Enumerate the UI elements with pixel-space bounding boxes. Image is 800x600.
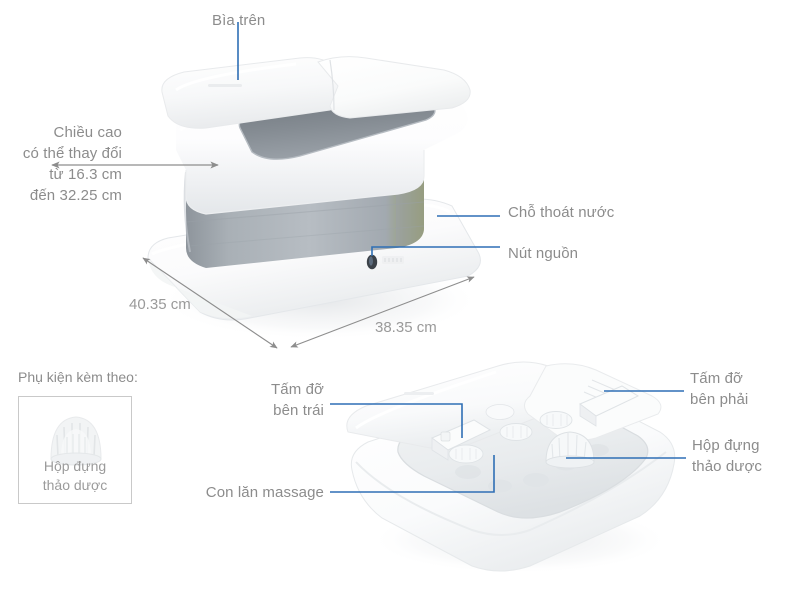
accessory-caption: Hộp đựng thảo dược bbox=[42, 458, 108, 493]
open-lid bbox=[346, 361, 662, 450]
label-height: Chiều cao có thể thay đổi từ 16.3 cm đến… bbox=[22, 124, 122, 204]
bellows-section bbox=[183, 150, 425, 268]
base-tray bbox=[147, 198, 481, 321]
label-lid: Bìa trên bbox=[212, 12, 266, 29]
rim-emblem bbox=[393, 98, 407, 111]
dimension-depth: 40.35 cm bbox=[129, 296, 191, 313]
herb-container-in-basin bbox=[545, 431, 595, 469]
upper-rim bbox=[176, 77, 468, 215]
interior-mechanism bbox=[431, 385, 640, 469]
dimension-width: 38.35 cm bbox=[375, 319, 437, 336]
power-button bbox=[366, 254, 404, 270]
label-herb-box: Hộp đựng thảo dược bbox=[692, 437, 762, 475]
lid-vent bbox=[583, 379, 621, 405]
power-label-plate bbox=[382, 256, 404, 264]
massage-rollers bbox=[448, 404, 573, 464]
brand-imprint bbox=[208, 84, 242, 87]
collapsed-body bbox=[350, 386, 676, 572]
label-left-support: Tấm đỡ bên trái bbox=[271, 381, 324, 419]
footbed-nubs bbox=[455, 444, 609, 493]
leader-power bbox=[371, 246, 500, 256]
right-support-plate bbox=[579, 385, 640, 427]
accessories-title: Phụ kiện kèm theo: bbox=[18, 369, 138, 385]
label-right-support: Tấm đỡ bên phải bbox=[690, 370, 749, 408]
left-support-plate bbox=[431, 419, 492, 461]
label-massage-roller: Con lăn massage bbox=[205, 484, 324, 501]
bottom-brand-imprint bbox=[404, 392, 434, 395]
label-power-button: Nút nguồn bbox=[508, 245, 579, 262]
accessory-item-herb-container[interactable]: Hộp đựng thảo dược bbox=[18, 396, 132, 504]
leader-left-support bbox=[330, 403, 463, 438]
label-drain: Chỗ thoát nước bbox=[508, 204, 615, 221]
leader-roller bbox=[330, 455, 495, 493]
top-lid bbox=[161, 56, 471, 129]
herb-container-icon bbox=[50, 416, 102, 466]
